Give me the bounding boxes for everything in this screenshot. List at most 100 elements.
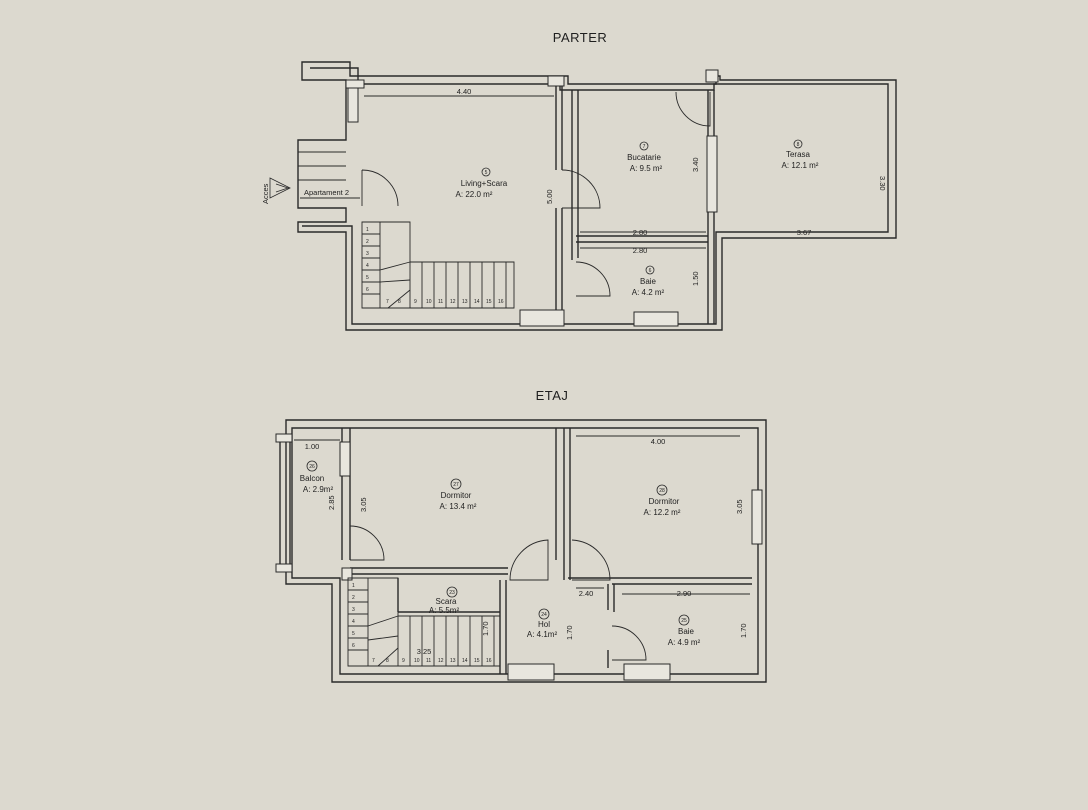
parter-outer-wall	[297, 61, 897, 331]
svg-text:16: 16	[498, 299, 504, 305]
svg-text:2: 2	[366, 239, 369, 245]
svg-text:12: 12	[450, 299, 456, 305]
svg-text:A: 22.0 m²: A: 22.0 m²	[456, 190, 493, 199]
parter-pillar-mid	[547, 75, 565, 87]
svg-text:2.80: 2.80	[633, 246, 648, 255]
svg-text:1: 1	[366, 227, 369, 233]
svg-text:Baie: Baie	[678, 627, 695, 636]
svg-text:11: 11	[426, 658, 431, 664]
parter-door-terrace	[675, 91, 711, 127]
parter-title: PARTER	[553, 30, 608, 45]
parter-wall-baie-left	[571, 90, 579, 260]
etaj-window-dormitor	[751, 489, 763, 545]
etaj-pillar-balcony	[275, 433, 293, 443]
etaj-window-hol	[507, 663, 555, 681]
svg-text:Balcon: Balcon	[300, 474, 324, 483]
svg-text:2.85: 2.85	[327, 495, 336, 510]
room-hol: 24 Hol A: 4.1m²	[527, 608, 557, 639]
svg-text:4: 4	[352, 619, 355, 625]
svg-text:Bucatarie: Bucatarie	[627, 153, 661, 162]
svg-text:1.70: 1.70	[481, 621, 490, 636]
etaj-balcony-rail	[279, 436, 291, 570]
svg-text:1.70: 1.70	[739, 623, 748, 638]
access-label: Acces	[261, 183, 270, 204]
svg-text:1.00: 1.00	[305, 442, 320, 451]
svg-text:6: 6	[649, 268, 652, 274]
svg-text:3.30: 3.30	[878, 176, 887, 191]
parter-window-living	[519, 309, 565, 327]
room-balcon: 26 Balcon A: 2.9m²	[300, 460, 334, 494]
etaj-staircase: 1 2 3 4 5 6 7 8 9 10 11 12 13 14 15 16	[347, 577, 501, 667]
svg-text:Baie: Baie	[640, 277, 657, 286]
svg-text:3.67: 3.67	[797, 228, 812, 237]
svg-text:25: 25	[681, 618, 687, 624]
room-terasa: 8 Terasa A: 12.1 m²	[782, 139, 819, 170]
apartment-label: Apartament 2	[304, 188, 349, 197]
svg-text:2.90: 2.90	[677, 589, 692, 598]
parter-floor: PARTER 1 2 3 4 5	[261, 30, 897, 331]
svg-text:A: 9.5 m²: A: 9.5 m²	[630, 164, 663, 173]
svg-text:4.40: 4.40	[457, 87, 472, 96]
svg-text:3.05: 3.05	[359, 497, 368, 512]
svg-text:1.70: 1.70	[565, 625, 574, 640]
svg-text:Dormitor: Dormitor	[441, 491, 472, 500]
svg-text:Scara: Scara	[436, 597, 457, 606]
etaj-window-balcony	[339, 441, 351, 477]
parter-pillar-left	[345, 79, 365, 89]
svg-text:A: 5.5m²: A: 5.5m²	[429, 606, 460, 615]
svg-text:3.40: 3.40	[691, 157, 700, 172]
svg-text:15: 15	[486, 299, 492, 305]
svg-text:2.40: 2.40	[579, 589, 594, 598]
svg-text:26: 26	[309, 464, 315, 470]
svg-text:15: 15	[474, 658, 480, 664]
svg-text:3: 3	[352, 607, 355, 613]
svg-text:16: 16	[486, 658, 492, 664]
svg-text:27: 27	[453, 482, 459, 488]
svg-text:9: 9	[402, 658, 405, 664]
svg-text:9: 9	[414, 299, 417, 305]
svg-text:14: 14	[462, 658, 468, 664]
parter-wall-kitchen-baie	[576, 90, 715, 324]
etaj-floor: ETAJ 1 2 3 4 5	[275, 388, 767, 683]
etaj-door-balcony	[349, 525, 385, 561]
parter-pillar-right	[705, 69, 719, 83]
room-baie: 6 Baie A: 4.2 m²	[632, 265, 665, 297]
etaj-outer-wall	[285, 419, 767, 683]
svg-text:3.05: 3.05	[735, 499, 744, 514]
room-baie2: 25 Baie A: 4.9 m²	[668, 614, 701, 647]
parter-staircase: 1 2 3 4 5 6 7 8 9 10 11 12 13 14 15 16	[361, 221, 515, 309]
svg-text:10: 10	[426, 299, 432, 305]
svg-text:A: 12.1 m²: A: 12.1 m²	[782, 161, 819, 170]
parter-door-entry	[361, 169, 399, 207]
svg-text:Dormitor: Dormitor	[649, 497, 680, 506]
svg-text:5: 5	[352, 631, 355, 637]
svg-text:4: 4	[366, 263, 369, 269]
svg-text:14: 14	[474, 299, 480, 305]
etaj-title: ETAJ	[536, 388, 569, 403]
svg-text:1: 1	[352, 583, 355, 589]
svg-text:A: 2.9m²: A: 2.9m²	[303, 485, 334, 494]
parter-door-kitchen	[561, 169, 601, 209]
room-dormitor2: 28 Dormitor A: 12.2 m²	[644, 484, 681, 517]
svg-text:5: 5	[485, 170, 488, 176]
svg-text:3.25: 3.25	[417, 647, 432, 656]
svg-text:A: 4.2 m²: A: 4.2 m²	[632, 288, 665, 297]
parter-window-left	[347, 87, 359, 123]
parter-window-baie	[633, 311, 679, 327]
svg-text:8: 8	[386, 658, 389, 664]
svg-text:2.80: 2.80	[633, 228, 648, 237]
svg-text:3: 3	[366, 251, 369, 257]
parter-wall-living-kitchen	[555, 84, 563, 324]
svg-text:5.00: 5.00	[545, 189, 554, 204]
svg-text:23: 23	[449, 590, 455, 596]
svg-text:4.00: 4.00	[651, 437, 666, 446]
parter-window-kitchen	[706, 135, 718, 213]
svg-text:1.50: 1.50	[691, 271, 700, 286]
svg-text:Hol: Hol	[538, 620, 550, 629]
room-scara: 23 Scara A: 5.5m²	[429, 586, 460, 615]
etaj-inner-wall-outline	[291, 427, 759, 675]
etaj-pillar-scara	[341, 567, 353, 581]
parter-door-baie	[575, 261, 611, 297]
etaj-door-dormitor1	[509, 539, 549, 581]
svg-text:A: 4.9 m²: A: 4.9 m²	[668, 638, 701, 647]
